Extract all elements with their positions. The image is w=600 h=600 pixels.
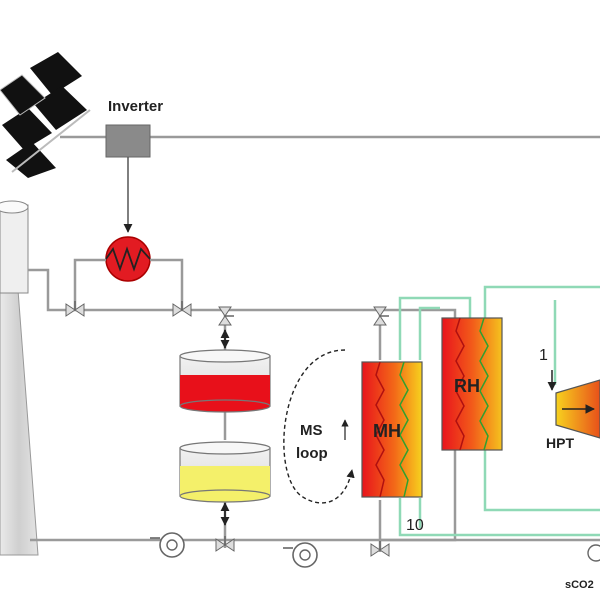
rh-heat-exchanger — [441, 317, 503, 451]
ms-loop-label-1: MS — [300, 422, 323, 439]
pump-icon[interactable] — [283, 542, 318, 568]
mh-label: MH — [373, 421, 401, 441]
electric-heater-icon — [105, 236, 151, 282]
valve-icon[interactable] — [218, 306, 234, 326]
hot-salt-tank — [179, 349, 271, 413]
sco2-label: sCO2 — [565, 579, 594, 591]
ms-loop-arrow — [283, 349, 355, 504]
valve-icon[interactable] — [370, 541, 390, 557]
hot-loop-pipes — [28, 258, 600, 552]
solar-panel-icon — [0, 52, 91, 178]
sco2-pipes — [398, 285, 600, 537]
mh-heat-exchanger — [361, 361, 423, 498]
valve-icon[interactable] — [215, 536, 235, 552]
receiver-tower — [0, 200, 39, 556]
cold-salt-tank — [179, 441, 271, 503]
hpt-label: HPT — [546, 435, 574, 451]
inverter-box — [105, 124, 151, 158]
pump-icon[interactable] — [150, 532, 185, 558]
state-point-1: 1 — [539, 347, 548, 364]
inverter-label: Inverter — [108, 98, 163, 115]
compressor-icon — [587, 544, 600, 562]
rh-label: RH — [454, 376, 480, 396]
valve-icon[interactable] — [373, 306, 389, 326]
state-point-10: 10 — [406, 517, 424, 534]
ms-loop-label-2: loop — [296, 445, 328, 462]
valve-icon[interactable] — [172, 301, 192, 317]
hpt-turbine — [555, 379, 600, 439]
valve-icon[interactable] — [65, 301, 85, 317]
